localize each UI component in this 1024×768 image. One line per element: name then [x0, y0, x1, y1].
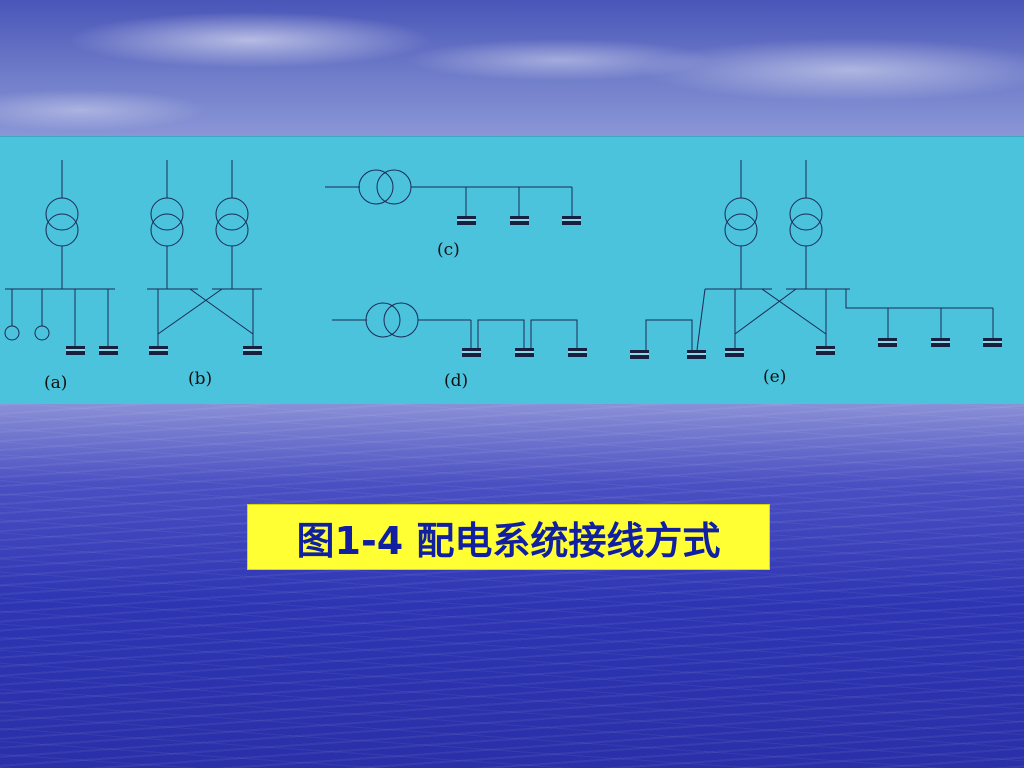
figure-caption: 图1-4 配电系统接线方式	[247, 504, 770, 570]
label-e: (e)	[763, 367, 786, 387]
diagram-e: (e)	[630, 160, 1002, 387]
sky-background	[0, 0, 1024, 136]
transformer-winding-icon	[383, 302, 419, 338]
transformer-winding-icon	[724, 197, 758, 231]
motor-icon	[34, 325, 50, 341]
diagram-band	[0, 136, 1024, 406]
transformer-winding-icon	[215, 197, 249, 231]
motor-icon	[4, 325, 20, 341]
diagram-d: (d)	[332, 302, 587, 391]
transformer-winding-icon	[150, 197, 184, 231]
transformer-winding-icon	[789, 197, 823, 231]
transformer-winding-icon	[358, 169, 394, 205]
label-b: (b)	[188, 369, 212, 389]
transformer-winding-icon	[376, 169, 412, 205]
distribution-wiring-diagram: (a) (b) (c)	[4, 160, 1002, 393]
label-d: (d)	[444, 371, 468, 391]
diagram-a: (a)	[4, 160, 118, 393]
transformer-winding-icon	[365, 302, 401, 338]
label-c: (c)	[437, 240, 460, 260]
diagram-b: (b)	[147, 160, 262, 389]
transformer-winding-icon	[45, 197, 79, 231]
sea-background	[0, 404, 1024, 768]
diagram-c: (c)	[325, 169, 581, 260]
label-a: (a)	[44, 373, 67, 393]
